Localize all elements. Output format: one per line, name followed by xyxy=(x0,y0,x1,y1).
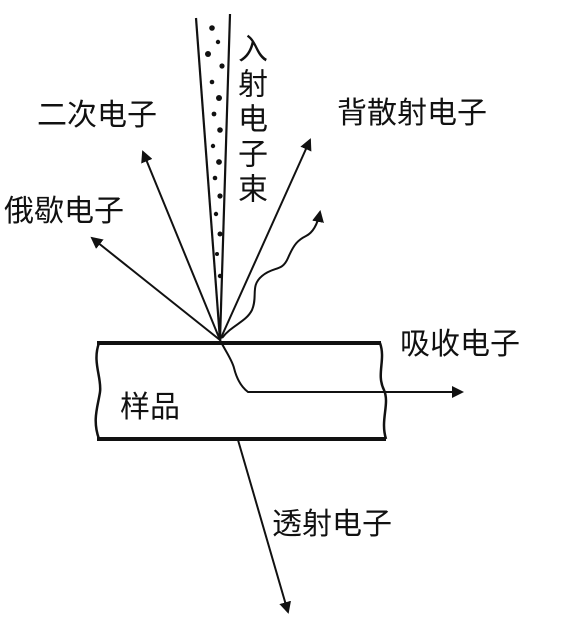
backscattered-electron-arrow xyxy=(219,138,312,341)
incident-beam-label: 入射电子束 xyxy=(232,33,267,208)
secondary-electron-arrow xyxy=(141,150,221,341)
sample-slab xyxy=(94,341,388,441)
transmitted-electrons-label: 透射电子 xyxy=(272,507,392,542)
incident-beam xyxy=(194,13,232,341)
beam-electron-dots xyxy=(205,25,225,279)
sample-label: 样品 xyxy=(120,390,180,425)
absorbed-electron-path xyxy=(219,339,464,398)
auger-electrons-label: 俄歇电子 xyxy=(4,194,124,229)
secondary-electrons-label: 二次电子 xyxy=(37,98,157,133)
wavy-emission-line xyxy=(221,210,324,339)
auger-electron-arrow xyxy=(90,236,221,341)
transmitted-electron-arrow xyxy=(237,439,291,614)
backscattered-electrons-label: 背散射电子 xyxy=(337,96,487,131)
absorbed-electrons-label: 吸收电子 xyxy=(400,327,520,362)
